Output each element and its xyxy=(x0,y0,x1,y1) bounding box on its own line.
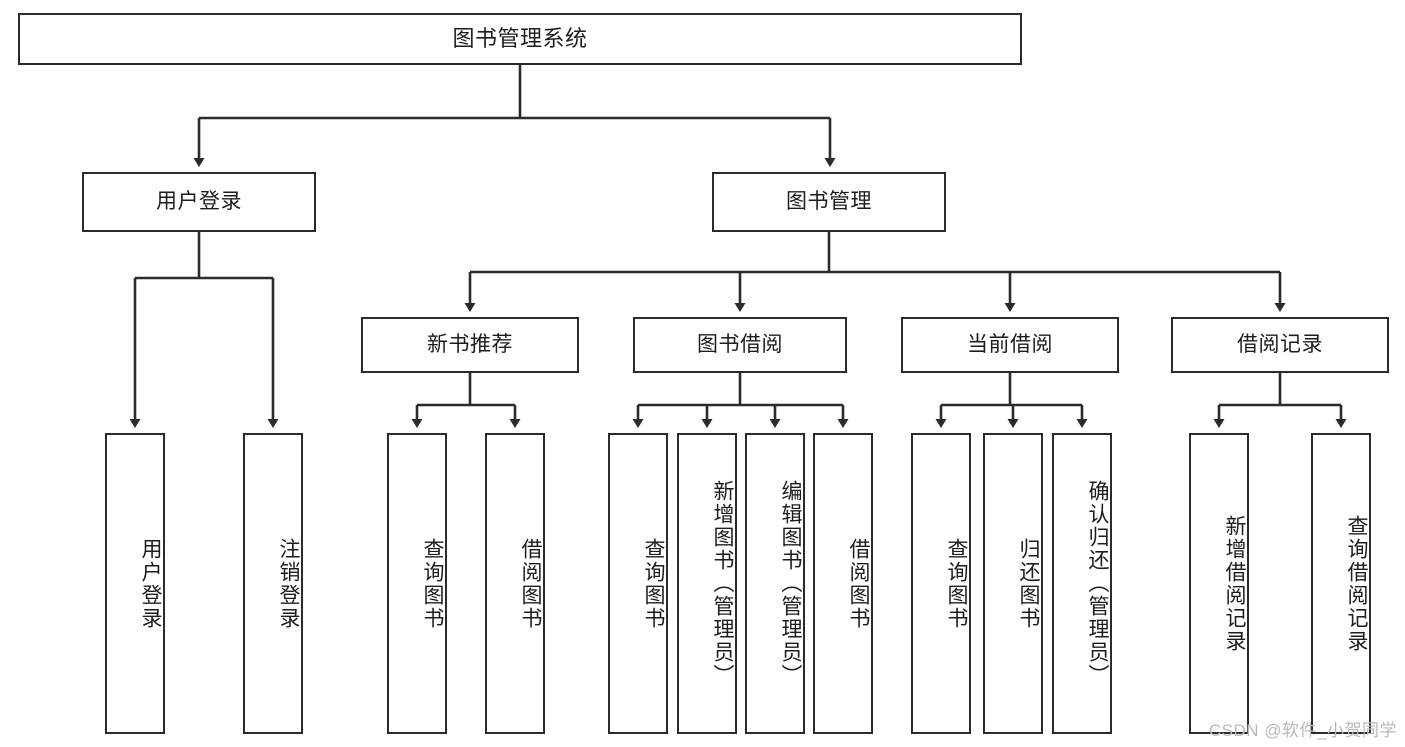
leaf-logout[interactable]: 注销登录 xyxy=(243,433,303,734)
leaf-logout-label: 注销登录 xyxy=(277,537,300,630)
node-book-borrow-label: 图书借阅 xyxy=(697,333,783,357)
leaf-user-login-label: 用户登录 xyxy=(139,537,162,630)
node-new-book-rec[interactable]: 新书推荐 xyxy=(361,317,579,373)
leaf-query-book-2[interactable]: 查询图书 xyxy=(608,433,668,734)
leaf-return-book-label: 归还图书 xyxy=(1017,537,1040,630)
leaf-borrow-book-1[interactable]: 借阅图书 xyxy=(485,433,545,734)
leaf-edit-book[interactable]: 编辑图书（管理员） xyxy=(745,433,805,734)
leaf-query-book-1[interactable]: 查询图书 xyxy=(387,433,447,734)
leaf-confirm-return-label: 确认归还（管理员） xyxy=(1086,480,1109,687)
leaf-borrow-book-2-label: 借阅图书 xyxy=(847,537,870,630)
leaf-add-book[interactable]: 新增图书（管理员） xyxy=(677,433,737,734)
node-borrow-record[interactable]: 借阅记录 xyxy=(1171,317,1389,373)
node-root-label: 图书管理系统 xyxy=(452,25,588,51)
leaf-user-login[interactable]: 用户登录 xyxy=(105,433,165,734)
leaf-query-record[interactable]: 查询借阅记录 xyxy=(1311,433,1371,734)
leaf-query-book-1-label: 查询图书 xyxy=(421,537,444,630)
leaf-edit-book-label: 编辑图书（管理员） xyxy=(779,480,802,687)
leaf-return-book[interactable]: 归还图书 xyxy=(983,433,1043,734)
leaf-query-book-3[interactable]: 查询图书 xyxy=(911,433,971,734)
node-current-borrow-label: 当前借阅 xyxy=(967,333,1053,357)
leaf-query-book-3-label: 查询图书 xyxy=(945,537,968,630)
node-book-borrow[interactable]: 图书借阅 xyxy=(633,317,847,373)
node-book-manage[interactable]: 图书管理 xyxy=(712,172,946,232)
watermark: CSDN @软件_小贺同学 xyxy=(1208,721,1397,740)
leaf-add-record-label: 新增借阅记录 xyxy=(1223,514,1246,653)
node-borrow-record-label: 借阅记录 xyxy=(1237,333,1323,357)
leaf-confirm-return[interactable]: 确认归还（管理员） xyxy=(1052,433,1112,734)
leaf-query-record-label: 查询借阅记录 xyxy=(1345,514,1368,653)
leaf-add-record[interactable]: 新增借阅记录 xyxy=(1189,433,1249,734)
leaf-query-book-2-label: 查询图书 xyxy=(642,537,665,630)
node-user-login[interactable]: 用户登录 xyxy=(82,172,316,232)
leaf-borrow-book-2[interactable]: 借阅图书 xyxy=(813,433,873,734)
node-book-manage-label: 图书管理 xyxy=(786,190,872,214)
node-root[interactable]: 图书管理系统 xyxy=(18,13,1022,65)
node-user-login-label: 用户登录 xyxy=(156,190,242,214)
leaf-add-book-label: 新增图书（管理员） xyxy=(711,480,734,687)
node-new-book-rec-label: 新书推荐 xyxy=(427,333,513,357)
node-current-borrow[interactable]: 当前借阅 xyxy=(901,317,1119,373)
leaf-borrow-book-1-label: 借阅图书 xyxy=(519,537,542,630)
